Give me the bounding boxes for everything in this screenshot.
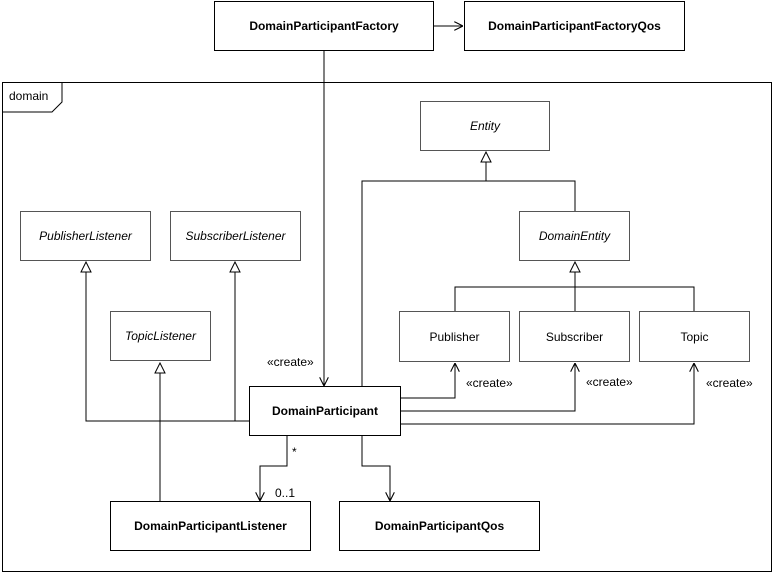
- create-subscriber-stereotype: «create»: [586, 375, 633, 389]
- participant-creates-publisher: [401, 363, 455, 399]
- create-topic-stereotype: «create»: [706, 376, 753, 390]
- class-domain-participant-factory[interactable]: DomainParticipantFactory: [214, 1, 434, 51]
- class-topic-listener[interactable]: TopicListener: [110, 311, 211, 361]
- class-publisher[interactable]: Publisher: [399, 311, 510, 362]
- topic-generalizes-domainentity: [575, 286, 695, 311]
- class-publisher-listener[interactable]: PublisherListener: [20, 211, 151, 261]
- domain-package-frame: [2, 82, 772, 572]
- class-domain-participant-listener[interactable]: DomainParticipantListener: [110, 501, 311, 551]
- participant-listener-generalizes-publisher-listener: [86, 262, 249, 422]
- multiplicity-many: *: [292, 445, 297, 459]
- class-subscriber-listener[interactable]: SubscriberListener: [170, 211, 301, 261]
- domain-package-tab: [2, 82, 63, 113]
- class-topic[interactable]: Topic: [639, 311, 750, 362]
- class-domain-participant[interactable]: DomainParticipant: [249, 386, 401, 436]
- participant-to-qos-association: [361, 436, 390, 501]
- domain-package-label: domain: [9, 89, 49, 103]
- create-participant-stereotype: «create»: [267, 355, 314, 369]
- class-domain-participant-qos[interactable]: DomainParticipantQos: [339, 501, 540, 551]
- multiplicity-zero-or-one: 0..1: [275, 486, 296, 500]
- participant-listener-generalizes-subscriber-listener: [235, 262, 249, 422]
- domainentity-generalizes-entity: [486, 180, 576, 211]
- create-publisher-stereotype: «create»: [466, 376, 513, 390]
- class-domain-participant-factory-qos[interactable]: DomainParticipantFactoryQos: [464, 1, 685, 51]
- participant-creates-subscriber: [401, 363, 575, 412]
- participant-creates-topic: [401, 363, 694, 425]
- class-entity[interactable]: Entity: [420, 101, 550, 151]
- class-subscriber[interactable]: Subscriber: [519, 311, 630, 362]
- publisher-generalizes-domainentity: [454, 286, 575, 311]
- class-domain-entity[interactable]: DomainEntity: [519, 211, 630, 261]
- participant-to-listener-association: [260, 436, 288, 501]
- participant-generalizes-entity: [361, 152, 486, 386]
